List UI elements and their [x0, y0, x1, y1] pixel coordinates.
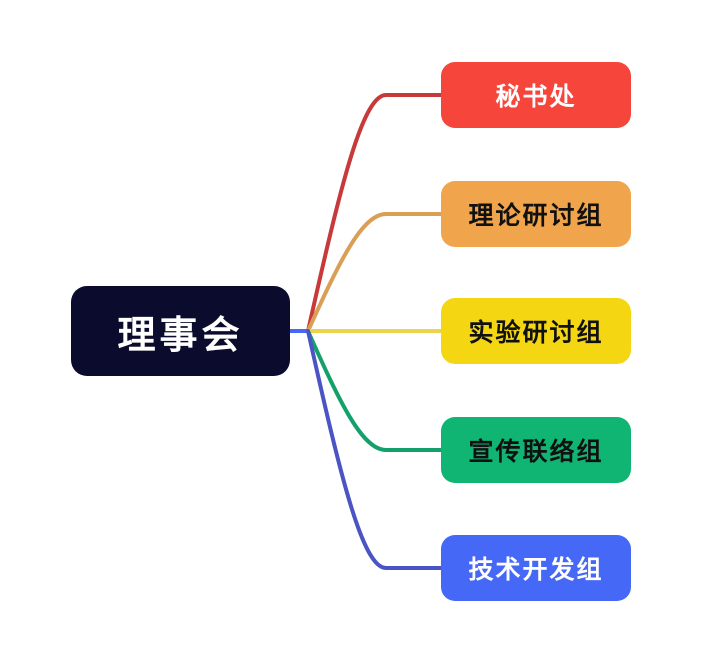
mindmap-root-node[interactable]: 理事会 [71, 286, 290, 376]
connector-branch-1 [306, 212, 443, 333]
mindmap-node-theory-group[interactable]: 理论研讨组 [441, 181, 631, 247]
connector-branch-4 [306, 329, 443, 570]
node-label: 技术开发组 [468, 556, 604, 584]
mindmap-node-secretariat[interactable]: 秘书处 [441, 62, 631, 128]
mindmap-node-publicity-group[interactable]: 宣传联络组 [441, 417, 631, 483]
root-node-label: 理事会 [117, 314, 244, 357]
node-label: 秘书处 [495, 83, 577, 111]
mindmap-node-tech-group[interactable]: 技术开发组 [441, 535, 631, 601]
mindmap-node-experiment-group[interactable]: 实验研讨组 [441, 298, 631, 364]
node-label: 宣传联络组 [468, 438, 604, 466]
connector-branch-0 [306, 93, 443, 333]
node-label: 实验研讨组 [468, 319, 604, 347]
node-label: 理论研讨组 [468, 202, 604, 230]
connector-branch-3 [306, 329, 443, 452]
